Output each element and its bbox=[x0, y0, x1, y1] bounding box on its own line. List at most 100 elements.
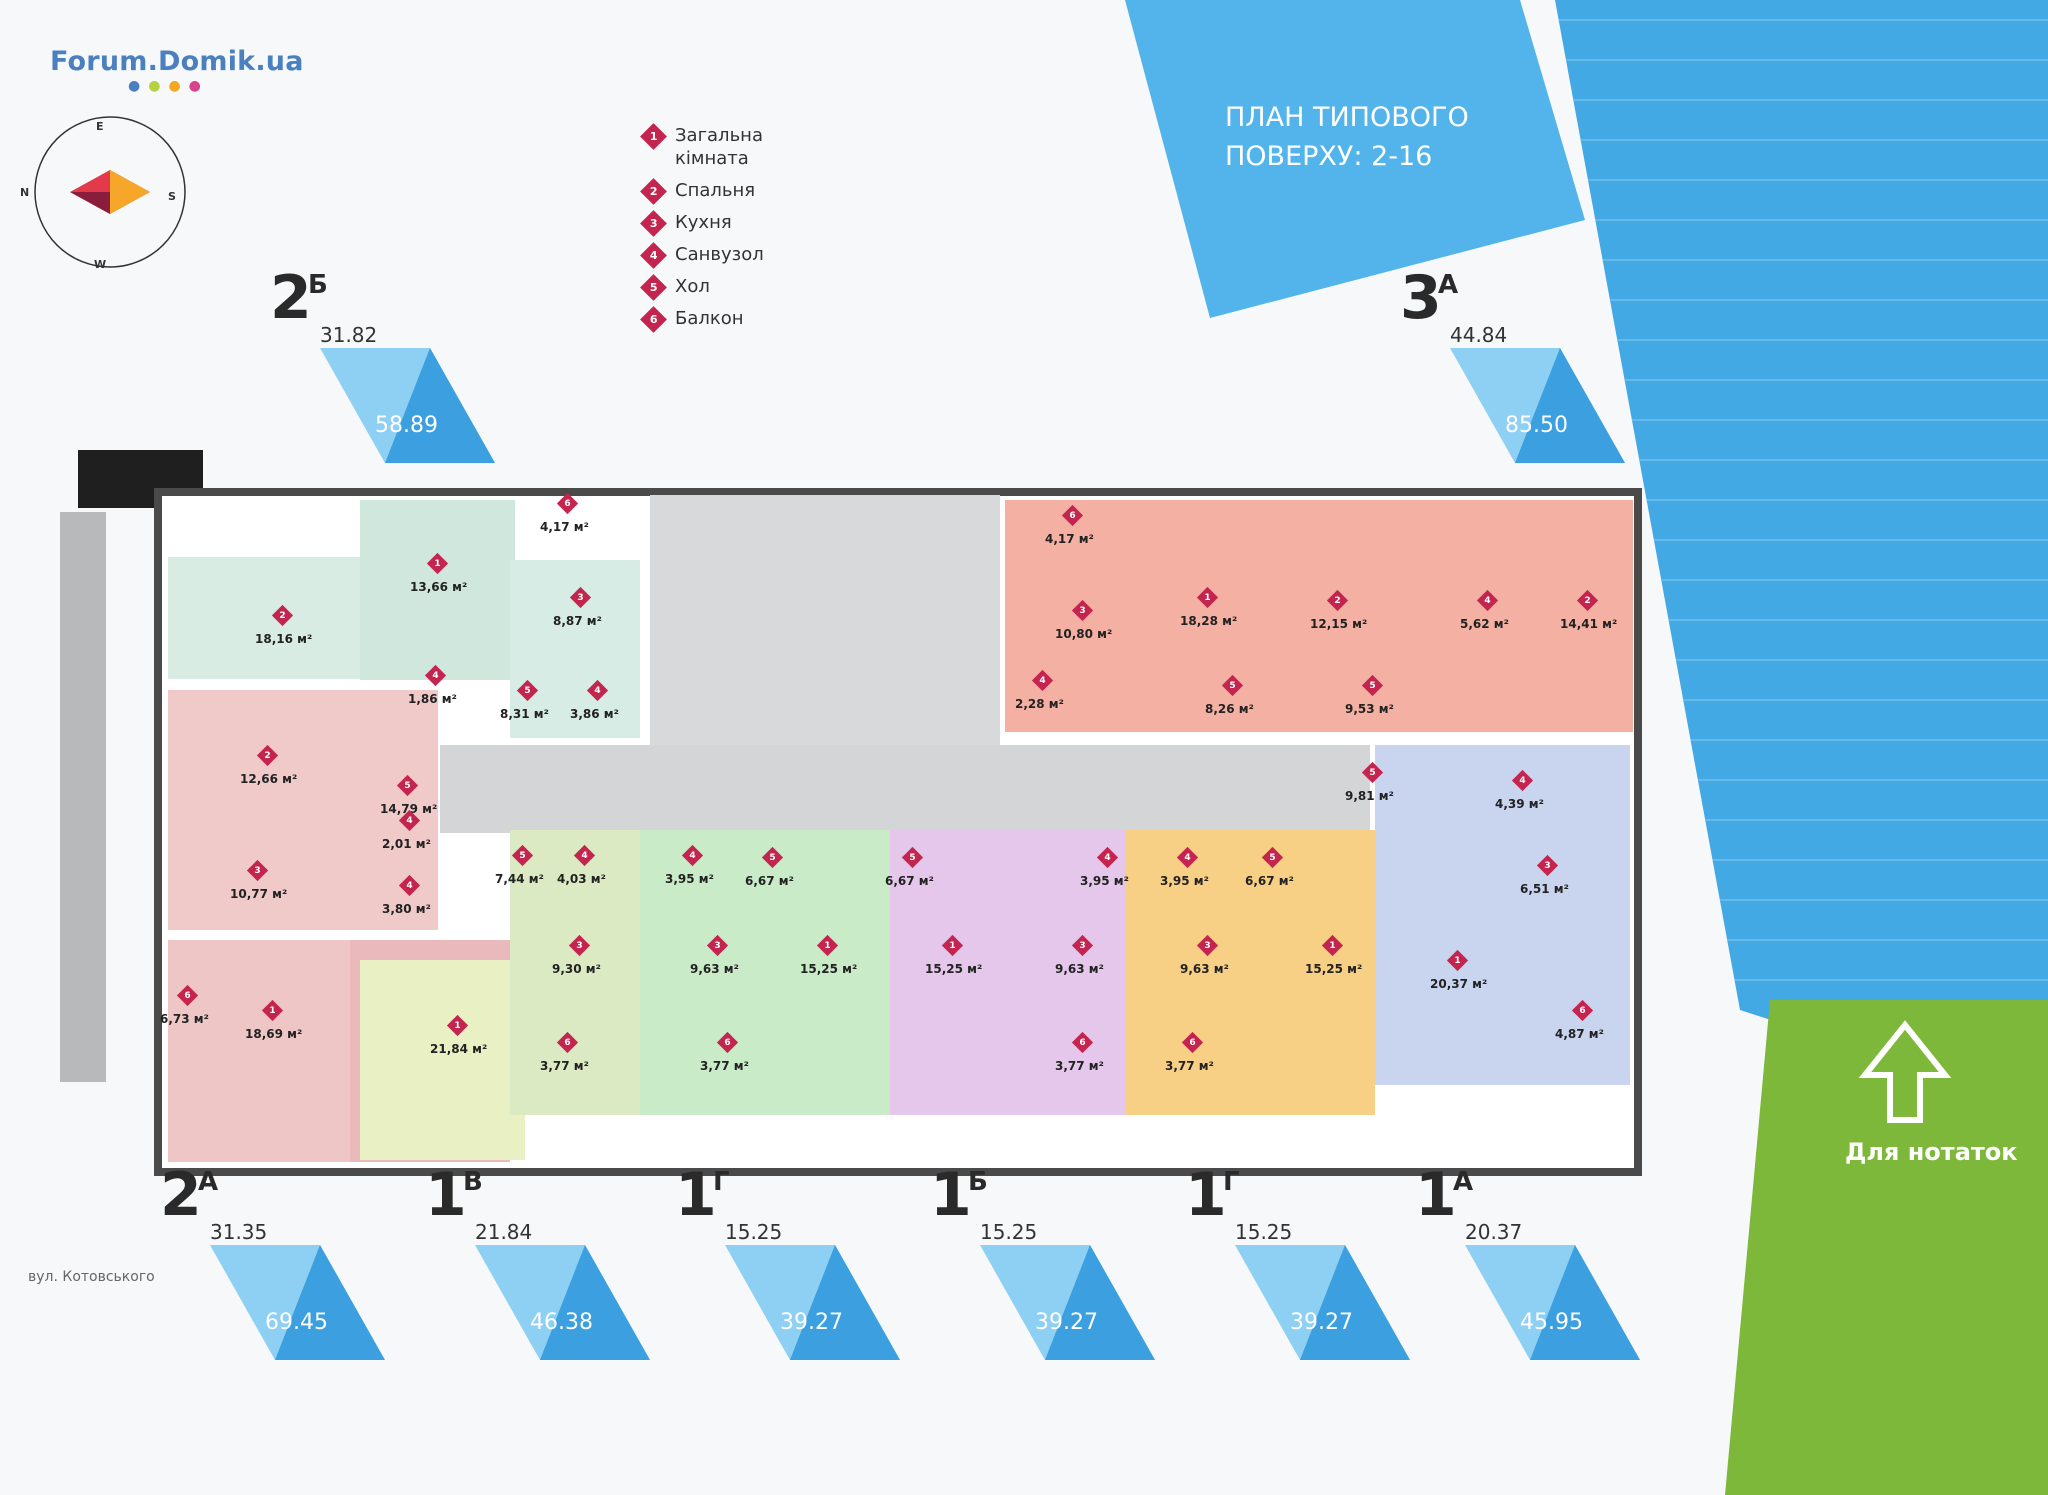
site-logo[interactable]: Forum.Domik.ua bbox=[50, 46, 304, 77]
plan-title-line2: ПОВЕРХУ: 2-16 bbox=[1225, 141, 1433, 172]
room-area: 6,51 м² bbox=[1520, 882, 1569, 896]
apartment-card-shade bbox=[385, 348, 495, 463]
room-type-badge: 4 bbox=[398, 809, 421, 832]
room-area: 13,66 м² bbox=[410, 580, 468, 594]
room-area: 8,26 м² bbox=[1205, 702, 1254, 716]
apartment-card-shade bbox=[1300, 1245, 1410, 1360]
apartment-code[interactable]: 1 bbox=[930, 1160, 972, 1230]
room-area: 4,87 м² bbox=[1555, 1027, 1604, 1041]
room-type-badge: 3 bbox=[1071, 599, 1094, 622]
room-area: 9,81 м² bbox=[1345, 789, 1394, 803]
room-type-badge: 2 bbox=[271, 604, 294, 627]
room-area: 15,25 м² bbox=[800, 962, 858, 976]
zone-3a bbox=[1005, 500, 1633, 732]
legend-badge: 3 bbox=[640, 210, 667, 237]
room-type-badge: 4 bbox=[573, 844, 596, 867]
room-area: 9,63 м² bbox=[690, 962, 739, 976]
room-area: 4,17 м² bbox=[540, 520, 589, 534]
room-area: 4,17 м² bbox=[1045, 532, 1094, 546]
apartment-living-area: 21.84 bbox=[475, 1220, 533, 1244]
room-area: 9,30 м² bbox=[552, 962, 601, 976]
room-type-badge: 4 bbox=[586, 679, 609, 702]
apartment-code[interactable]: 1 bbox=[675, 1160, 717, 1230]
apartment-code-suffix: В bbox=[463, 1167, 483, 1197]
room-type-badge: 3 bbox=[1536, 854, 1559, 877]
room-area: 10,77 м² bbox=[230, 887, 288, 901]
apartment-living-area: 44.84 bbox=[1450, 323, 1508, 347]
apartment-code-suffix: Б bbox=[308, 270, 328, 300]
logo-dots: ●●●● bbox=[128, 78, 209, 94]
room-type-badge: 4 bbox=[1511, 769, 1534, 792]
room-type-badge: 1 bbox=[261, 999, 284, 1022]
legend-badge: 4 bbox=[640, 242, 667, 269]
room-type-badge: 3 bbox=[568, 934, 591, 957]
apartment-card-shade bbox=[1530, 1245, 1640, 1360]
room-area: 8,31 м² bbox=[500, 707, 549, 721]
legend-label: Спальня bbox=[675, 180, 756, 201]
room-type-badge: 6 bbox=[1061, 504, 1084, 527]
room-area: 10,80 м² bbox=[1055, 627, 1113, 641]
room-area: 18,28 м² bbox=[1180, 614, 1238, 628]
room-type-badge: 2 bbox=[1326, 589, 1349, 612]
room-type-badge: 4 bbox=[1096, 846, 1119, 869]
room-type-badge: 5 bbox=[1361, 761, 1384, 784]
room-type-badge: 6 bbox=[176, 984, 199, 1007]
compass-north: N bbox=[20, 186, 30, 199]
apartment-code[interactable]: 1 bbox=[425, 1160, 467, 1230]
apartment-card-shade bbox=[790, 1245, 900, 1360]
apartment-code[interactable]: 1 bbox=[1185, 1160, 1227, 1230]
apartment-total-area: 39.27 bbox=[1035, 1310, 1098, 1335]
room-type-badge: 3 bbox=[1196, 934, 1219, 957]
room-type-badge: 6 bbox=[1571, 999, 1594, 1022]
room-type-badge: 4 bbox=[681, 844, 704, 867]
apartment-living-area: 15.25 bbox=[980, 1220, 1038, 1244]
room-area: 1,86 м² bbox=[408, 692, 457, 706]
room-type-badge: 2 bbox=[256, 744, 279, 767]
zone-2b-kitchen bbox=[510, 560, 640, 738]
room-area: 3,86 м² bbox=[570, 707, 619, 721]
room-type-badge: 4 bbox=[1476, 589, 1499, 612]
legend-item: 4 Санвузол bbox=[640, 242, 795, 269]
room-type-badge: 3 bbox=[569, 586, 592, 609]
room-area: 5,62 м² bbox=[1460, 617, 1509, 631]
room-area: 6,67 м² bbox=[1245, 874, 1294, 888]
room-area: 3,80 м² bbox=[382, 902, 431, 916]
room-area: 3,77 м² bbox=[1055, 1059, 1104, 1073]
apartment-code-suffix: А bbox=[198, 1167, 219, 1197]
room-area: 4,03 м² bbox=[557, 872, 606, 886]
zone-1b bbox=[890, 830, 1125, 1115]
room-type-badge: 6 bbox=[1181, 1031, 1204, 1054]
apartment-code-suffix: Г bbox=[713, 1167, 730, 1197]
room-area: 9,53 м² bbox=[1345, 702, 1394, 716]
legend-label: Санвузол bbox=[675, 244, 764, 265]
legend-label: Балкон bbox=[675, 308, 744, 329]
room-area: 18,16 м² bbox=[255, 632, 313, 646]
room-type-badge: 6 bbox=[1071, 1031, 1094, 1054]
apartment-total-area: 46.38 bbox=[530, 1310, 593, 1335]
apartment-code[interactable]: 2 bbox=[160, 1160, 202, 1230]
room-area: 3,77 м² bbox=[540, 1059, 589, 1073]
apartment-living-area: 31.82 bbox=[320, 323, 378, 347]
room-type-badge: 4 bbox=[424, 664, 447, 687]
apartment-code[interactable]: 3 bbox=[1400, 263, 1442, 333]
apartment-code[interactable]: 1 bbox=[1415, 1160, 1457, 1230]
room-type-badge: 4 bbox=[1031, 669, 1054, 692]
apartment-living-area: 20.37 bbox=[1465, 1220, 1523, 1244]
room-area: 4,39 м² bbox=[1495, 797, 1544, 811]
room-type-badge: 4 bbox=[1176, 846, 1199, 869]
apartment-living-area: 31.35 bbox=[210, 1220, 268, 1244]
room-type-badge: 6 bbox=[556, 492, 579, 515]
room-area: 15,25 м² bbox=[925, 962, 983, 976]
apartment-living-area: 15.25 bbox=[1235, 1220, 1293, 1244]
apartment-code[interactable]: 2 bbox=[270, 263, 312, 333]
street-label: вул. Котовського bbox=[28, 1269, 155, 1285]
room-type-badge: 6 bbox=[556, 1031, 579, 1054]
room-type-badge: 5 bbox=[1261, 846, 1284, 869]
zone-1v bbox=[360, 960, 525, 1160]
notes-label[interactable]: Для нотаток bbox=[1845, 1138, 2018, 1166]
compass-west: W bbox=[94, 258, 107, 271]
apartment-card-shade bbox=[1515, 348, 1625, 463]
